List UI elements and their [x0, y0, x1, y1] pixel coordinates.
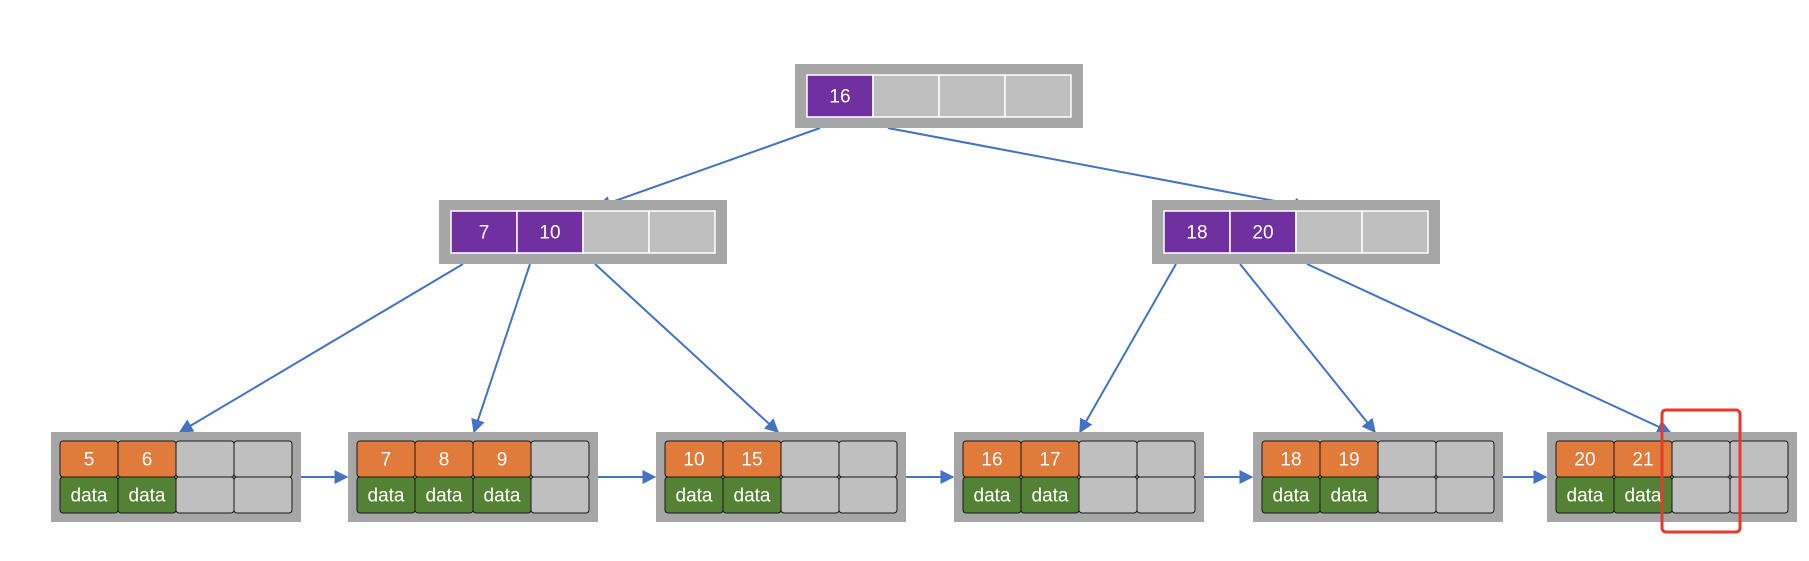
empty-slot	[1729, 476, 1789, 514]
leaf-node: 16 data 17 data	[954, 432, 1204, 522]
pointer-arrow	[887, 127, 1309, 212]
pointer-arrow	[594, 263, 780, 433]
empty-slot	[582, 210, 650, 254]
leaf-key-label: 17	[1039, 450, 1060, 471]
leaf-data-label: data	[129, 486, 166, 507]
leaf-key-label: 8	[439, 450, 450, 471]
empty-slot	[1295, 210, 1363, 254]
empty-slot	[530, 476, 590, 514]
leaf-key-label: 16	[981, 450, 1002, 471]
key-cell	[806, 74, 874, 118]
highlight-box	[1660, 408, 1742, 534]
empty-slot	[530, 440, 590, 478]
empty-slot	[648, 210, 716, 254]
empty-slot	[838, 476, 898, 514]
highlight-overlay	[1660, 408, 1742, 534]
leaf-key-label: 9	[497, 450, 508, 471]
empty-slot	[1671, 440, 1731, 478]
empty-slot	[838, 440, 898, 478]
empty-slot	[233, 440, 293, 478]
leaf-data-label: data	[676, 486, 713, 507]
key-label: 18	[1186, 223, 1207, 244]
empty-slot	[175, 476, 235, 514]
leaf-data-label: data	[1331, 486, 1368, 507]
tree-edges	[178, 127, 1672, 484]
pointer-arrow	[1079, 263, 1177, 434]
internal-node-left: 7 10	[439, 200, 727, 264]
empty-slot	[872, 74, 940, 118]
empty-slot	[1136, 476, 1196, 514]
leaf-node: 20 data 21 data	[1547, 432, 1797, 522]
empty-slot	[233, 476, 293, 514]
key-label: 20	[1252, 223, 1273, 244]
leaf-data-label: data	[974, 486, 1011, 507]
leaf-data-label: data	[1273, 486, 1310, 507]
leaf-key-label: 15	[741, 450, 762, 471]
pointer-arrow	[596, 127, 821, 210]
leaf-node: 10 data 15 data	[656, 432, 906, 522]
empty-slot	[1435, 440, 1495, 478]
leaf-key-label: 21	[1632, 450, 1653, 471]
pointer-arrow	[1306, 263, 1672, 434]
leaf-key-label: 20	[1574, 450, 1595, 471]
leaf-node: 5 data 6 data	[51, 432, 301, 522]
key-cell	[450, 210, 518, 254]
leaf-data-label: data	[1567, 486, 1604, 507]
empty-slot	[1078, 476, 1138, 514]
empty-slot	[1671, 476, 1731, 514]
empty-slot	[938, 74, 1006, 118]
leaf-key-label: 5	[84, 450, 95, 471]
pointer-arrow	[1239, 263, 1376, 434]
leaf-key-label: 6	[142, 450, 153, 471]
empty-slot	[780, 476, 840, 514]
empty-slot	[1078, 440, 1138, 478]
empty-slot	[1435, 476, 1495, 514]
key-label: 7	[479, 223, 490, 244]
leaf-data-label: data	[1625, 486, 1662, 507]
leaf-data-label: data	[484, 486, 521, 507]
leaf-data-label: data	[734, 486, 771, 507]
empty-slot	[780, 440, 840, 478]
leaf-key-label: 18	[1280, 450, 1301, 471]
leaf-data-label: data	[426, 486, 463, 507]
leaf-data-label: data	[1032, 486, 1069, 507]
empty-slot	[1004, 74, 1072, 118]
empty-slot	[1377, 476, 1437, 514]
empty-slot	[1377, 440, 1437, 478]
empty-slot	[175, 440, 235, 478]
leaf-data-label: data	[368, 486, 405, 507]
empty-slot	[1136, 440, 1196, 478]
leaf-data-label: data	[71, 486, 108, 507]
key-label: 10	[539, 223, 560, 244]
empty-slot	[1361, 210, 1429, 254]
leaf-key-label: 10	[683, 450, 704, 471]
pointer-arrow	[178, 263, 464, 433]
leaf-node: 18 data 19 data	[1253, 432, 1503, 522]
leaf-key-label: 19	[1338, 450, 1359, 471]
key-label: 16	[829, 87, 850, 108]
pointer-arrow	[471, 263, 531, 434]
leaf-node: 7 data 8 data 9 data	[348, 432, 598, 522]
root-node: 16	[795, 64, 1083, 128]
leaf-key-label: 7	[381, 450, 392, 471]
